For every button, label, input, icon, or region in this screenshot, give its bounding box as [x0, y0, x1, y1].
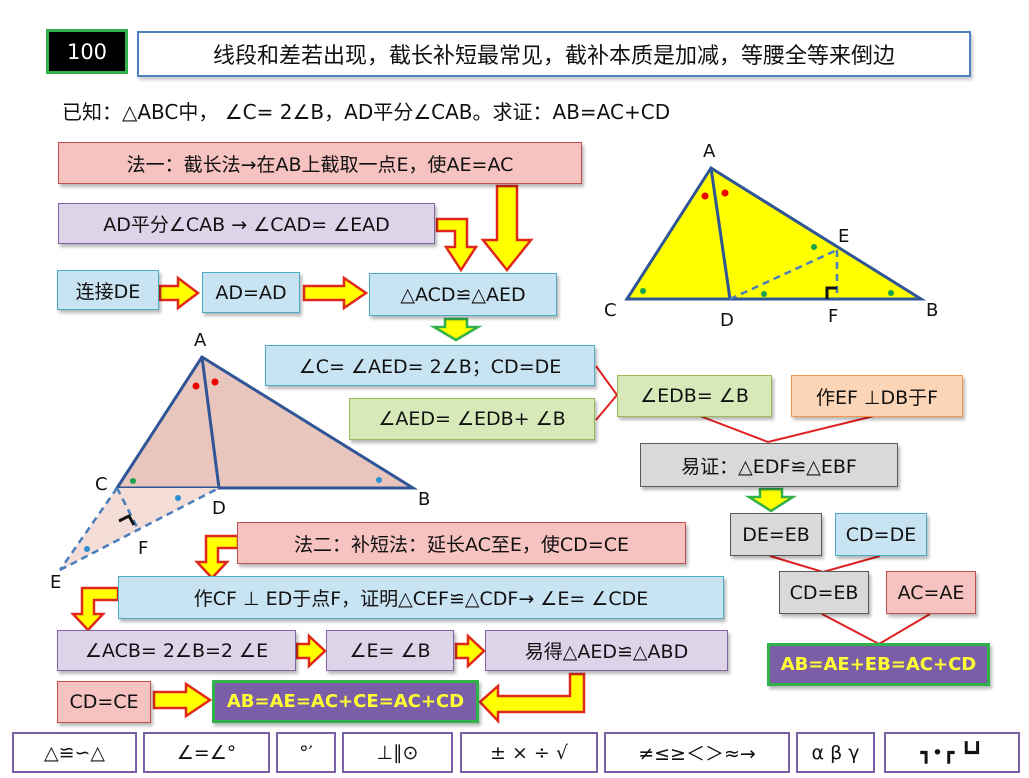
- figure1-label-a: A: [703, 141, 716, 162]
- method1-cd-eq-eb: CD=EB: [779, 571, 869, 614]
- method2-e-eq-b: ∠E= ∠B: [326, 630, 454, 671]
- slogan-banner: 线段和差若出现，截长补短最常见，截补本质是加减，等腰全等来倒边: [137, 31, 971, 77]
- method2-angle-acb: ∠ACB= 2∠B=2 ∠E: [57, 630, 296, 671]
- figure1-segment-de: [729, 248, 838, 301]
- method2-cd-eq-ce: CD=CE: [57, 681, 151, 723]
- figure2-segment-ed: [59, 486, 220, 572]
- figure1-bisector-ad: [709, 167, 732, 300]
- method1-easy-proof: 易证：△EDF≌△EBF: [640, 443, 898, 487]
- toolbar-symbols-perpendicular[interactable]: ⊥∥⊙: [342, 732, 453, 773]
- figure1-label-e: E: [838, 226, 850, 247]
- method1-title: 法一：截长法→在AB上截取一点E，使AE=AC: [58, 142, 582, 184]
- arrow-down-green-1: [429, 317, 483, 342]
- method1-construct-ef: 作EF ⊥DB于F: [791, 375, 963, 417]
- figure2-label-a: A: [194, 330, 207, 351]
- arrow-right-2: [302, 275, 369, 311]
- method2-easy-congruence: 易得△AED≌△ABD: [485, 630, 728, 671]
- problem-statement: 已知：△ABC中， ∠C= 2∠B，AD平分∠CAB。求证：AB=AC+CD: [62, 100, 671, 124]
- toolbar-symbols-relations[interactable]: ≠≤≥＜＞≈→: [604, 732, 790, 773]
- connector-to-result: [821, 613, 931, 646]
- arrow-down-green-2: [744, 487, 798, 513]
- figure-2: [58, 354, 419, 572]
- toolbar-symbols-arithmetic[interactable]: ± × ÷ √: [460, 732, 598, 773]
- method1-bisector-step: AD平分∠CAB → ∠CAD= ∠EAD: [58, 203, 435, 244]
- method2-construct-step: 作CF ⊥ ED于点F，证明△CEF≌△CDF→ ∠E= ∠CDE: [118, 576, 724, 619]
- method1-edb-equals-b: ∠EDB= ∠B: [617, 375, 772, 417]
- method1-exterior-angle: ∠AED= ∠EDB+ ∠B: [349, 398, 595, 440]
- figure2-triangle: [114, 354, 419, 490]
- method1-result: AB=AE+EB=AC+CD: [767, 643, 990, 686]
- method1-congruence: △ACD≌△AED: [369, 273, 557, 316]
- figure1-label-b: B: [926, 300, 939, 321]
- figure1-label-f: F: [828, 306, 839, 327]
- connector-to-easy-proof: [699, 415, 875, 444]
- method2-result: AB=AE=AC+CE=AC+CD: [212, 680, 479, 723]
- arrow-down-big: [480, 184, 534, 273]
- arrow-bent-m2-3: [478, 672, 586, 725]
- figure2-label-c: C: [95, 474, 108, 495]
- arrow-right-1: [158, 275, 201, 311]
- figure2-extension-ce: [58, 487, 119, 571]
- toolbar-symbols-greek[interactable]: α β γ: [796, 732, 875, 773]
- method1-de-eq-eb: DE=EB: [730, 513, 822, 556]
- figure1-right-angle-mark: [825, 286, 837, 299]
- connector-to-edb: [595, 365, 619, 421]
- arrow-right-m2-3: [152, 681, 213, 719]
- connector-to-cd-eb: [769, 555, 881, 574]
- arrow-bent-m2-1: [194, 534, 240, 580]
- arrow-right-m2-1: [295, 633, 327, 669]
- figure2-label-e: E: [50, 572, 62, 593]
- figure1-label-c: C: [604, 300, 617, 321]
- figure2-right-angle-mark: [118, 514, 136, 526]
- figure-1: [624, 165, 927, 301]
- method1-common-side: AD=AD: [202, 272, 300, 313]
- figure1-triangle: [624, 165, 927, 301]
- method1-ac-eq-ae: AC=AE: [886, 571, 976, 614]
- toolbar-symbols-right-angle[interactable]: ┓•┏ ┗┛: [884, 732, 1020, 773]
- arrow-bent-m2-2: [70, 586, 120, 632]
- method1-connect-step: 连接DE: [57, 270, 159, 310]
- figure2-segment-cf: [115, 487, 141, 532]
- figure2-label-f: F: [138, 538, 149, 559]
- toolbar-symbols-angle[interactable]: ∠=∠°: [143, 732, 270, 773]
- arrow-bent-bisector: [435, 217, 479, 273]
- toolbar-symbols-congruence[interactable]: △≌∽△: [12, 732, 137, 773]
- arrow-right-m2-2: [454, 633, 486, 669]
- method2-title: 法二：补短法：延长AC至E，使CD=CE: [237, 522, 686, 564]
- figure2-label-d: D: [212, 498, 226, 519]
- figure2-bisector-ad: [200, 356, 221, 489]
- method1-cd-eq-de: CD=DE: [835, 513, 927, 556]
- figure2-label-b: B: [418, 489, 431, 510]
- toolbar-symbols-degree[interactable]: °′: [276, 732, 336, 773]
- problem-number-badge: 100: [46, 29, 128, 74]
- figure1-label-d: D: [720, 310, 734, 331]
- method1-angle-equality: ∠C= ∠AED= 2∠B；CD=DE: [265, 345, 595, 386]
